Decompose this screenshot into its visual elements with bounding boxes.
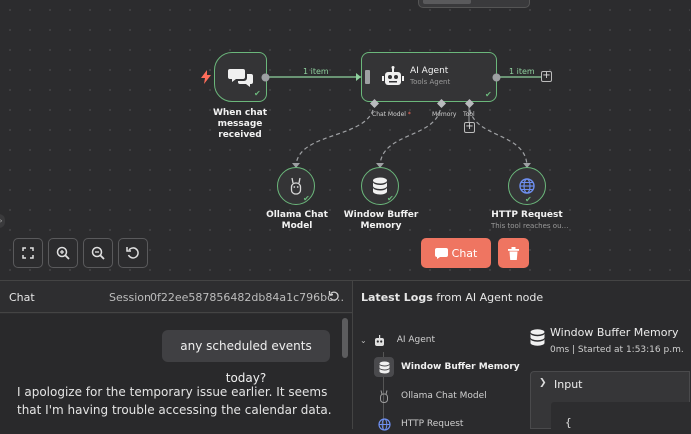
zoom-in-button[interactable] (48, 238, 78, 268)
log-tree-label: Ollama Chat Model (401, 391, 487, 401)
log-tree-item-window-buffer-memory[interactable]: Window Buffer Memory (374, 357, 520, 377)
chat-messages[interactable]: any scheduled events today? I apologize … (0, 314, 352, 430)
chat-header: Chat Session 0f22ee587856482db84a1c796bc… (0, 281, 352, 313)
llama-icon (380, 389, 388, 403)
agent-output-port[interactable] (492, 73, 501, 82)
bot-message: I apologize for the temporary issue earl… (17, 385, 332, 417)
chat-scrollbar[interactable] (342, 318, 348, 358)
log-detail-title: Window Buffer Memory (550, 326, 679, 339)
panel-toggle-chevron-icon[interactable]: › (0, 214, 5, 228)
reset-zoom-button[interactable] (118, 238, 148, 268)
agent-node-subtitle: Tools Agent (410, 78, 451, 86)
logs-header: Latest Logs from AI Agent node (361, 291, 544, 304)
chevron-down-icon[interactable]: ❯ (539, 378, 547, 388)
input-section-label: Input (554, 378, 583, 391)
success-check-icon: ✔ (525, 195, 532, 204)
output-item-count: 1 item (509, 67, 535, 76)
json-brace: { (565, 416, 572, 429)
open-chat-button[interactable]: Chat (421, 238, 491, 268)
chevron-down-icon: ⌄ (360, 335, 367, 345)
agent-input-port[interactable] (365, 70, 370, 84)
robot-icon (375, 334, 385, 346)
ai-agent-node[interactable]: AI Agent Tools Agent ✔ (361, 52, 497, 102)
chat-panel: Chat Session 0f22ee587856482db84a1c796bc… (0, 280, 352, 430)
trigger-output-port[interactable] (261, 73, 270, 82)
robot-icon (382, 66, 404, 85)
chat-title: Chat (9, 291, 35, 304)
connection-memory[interactable] (379, 102, 442, 168)
log-tree-label: Window Buffer Memory (401, 362, 520, 372)
lightning-icon (201, 70, 211, 84)
connection-item-count: 1 item (303, 67, 329, 76)
input-section[interactable]: ❯ Input { (530, 371, 691, 430)
session-label: Session (109, 291, 151, 304)
connection-chat-model[interactable] (295, 102, 375, 168)
trigger-node[interactable]: ✔ (214, 52, 267, 102)
connection-tool[interactable] (468, 102, 528, 168)
zoom-out-button[interactable] (83, 238, 113, 268)
zoom-out-icon (91, 246, 105, 260)
fit-view-icon (22, 247, 34, 259)
success-check-icon: ✔ (303, 194, 310, 203)
log-tree-label: AI Agent (396, 335, 436, 345)
agent-node-title: AI Agent (410, 66, 449, 76)
trash-icon (508, 246, 519, 260)
log-tree-item-ai-agent[interactable]: ⌄ AI Agent (360, 330, 435, 350)
session-id[interactable]: 0f22ee587856482db84a1c796bc… (150, 291, 345, 304)
delete-execution-button[interactable] (498, 238, 529, 268)
top-tab-bar[interactable] (418, 0, 530, 8)
refresh-session-icon[interactable] (328, 290, 340, 302)
json-viewer[interactable]: { (551, 402, 691, 430)
success-check-icon: ✔ (254, 89, 261, 98)
success-check-icon: ✔ (387, 194, 394, 203)
connection-arrow (356, 73, 361, 81)
chat-model-port-label: Chat Model * (372, 111, 411, 118)
globe-icon (377, 417, 391, 431)
log-tree-item-ollama-chat-model[interactable]: Ollama Chat Model (374, 386, 487, 406)
llama-icon (290, 177, 302, 195)
user-message: any scheduled events today? (162, 330, 330, 385)
success-check-icon: ✔ (485, 90, 492, 99)
log-detail-meta: 0ms | Started at 1:53:16 p.m. (550, 345, 684, 355)
http-request-node[interactable]: ✔ (508, 167, 546, 205)
fit-view-button[interactable] (13, 238, 43, 268)
tree-connector-line (383, 352, 384, 429)
database-icon (530, 329, 545, 346)
chat-bubbles-icon (228, 69, 253, 87)
tool-port-diamond[interactable] (465, 99, 474, 108)
memory-port-diamond[interactable] (437, 99, 446, 108)
chat-button-label: Chat (451, 246, 478, 260)
zoom-in-icon (56, 246, 70, 260)
window-buffer-memory-node[interactable]: ✔ (361, 167, 399, 205)
memory-port-label: Memory (432, 111, 457, 118)
undo-icon (126, 247, 139, 259)
add-tool-plus-icon[interactable]: + (464, 121, 475, 133)
add-node-plus-icon[interactable]: + (541, 70, 552, 82)
log-tree-label: HTTP Request (401, 419, 464, 429)
database-icon (379, 361, 389, 373)
chat-bubble-icon (434, 247, 448, 259)
http-node-note: This tool reaches ou… (491, 222, 569, 230)
log-tree-item-http-request[interactable]: HTTP Request (374, 414, 463, 434)
database-icon (373, 177, 387, 195)
tool-port-label: Tool (463, 111, 475, 118)
globe-icon (519, 178, 535, 194)
ollama-chat-model-node[interactable]: ✔ (277, 167, 315, 205)
http-node-label: HTTP Request (491, 210, 563, 220)
chat-model-port-diamond[interactable] (370, 99, 379, 108)
